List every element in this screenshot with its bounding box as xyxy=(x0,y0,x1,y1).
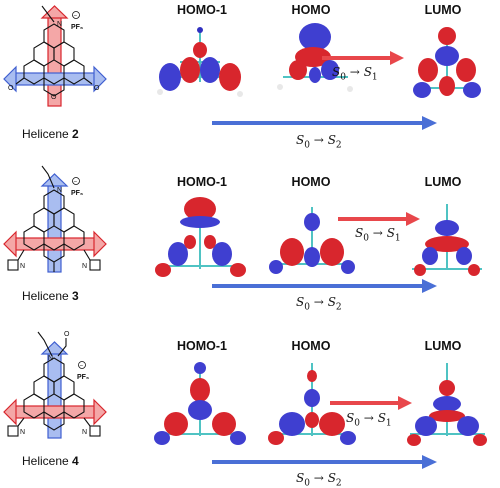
arrow-s0-s1-row3 xyxy=(330,396,412,410)
svg-text:−: − xyxy=(74,180,78,186)
svg-text:N: N xyxy=(82,429,87,436)
svg-text:O: O xyxy=(64,331,70,338)
helicene-3-structure: N N N − PF₆ xyxy=(3,165,107,273)
title-homo-row3: HOMO xyxy=(291,339,331,353)
orbital-homo-1-row2 xyxy=(155,197,246,277)
orbital-lumo-row2 xyxy=(412,204,482,276)
svg-text:−: − xyxy=(74,14,78,20)
counterion-label-3: PF₆ xyxy=(71,190,83,197)
title-homo-1-row3: HOMO-1 xyxy=(177,339,227,353)
title-lumo-row2: LUMO xyxy=(424,175,462,189)
svg-text:O: O xyxy=(51,94,57,101)
svg-text:N: N xyxy=(48,355,53,362)
title-homo-1-row2: HOMO-1 xyxy=(177,175,227,189)
row-helicene-4: O N N N − PF₆ Helicene 4 HOMO-1 HOMO LUM… xyxy=(0,326,500,488)
svg-text:N: N xyxy=(20,263,25,270)
arrow-s0-s2-row2 xyxy=(212,279,437,293)
transition-s0-s1-row2: S0 → S1 xyxy=(355,226,401,244)
row-helicene-2: N O O O − PF₆ Helicene 2 HOMO-1 HOMO LUM… xyxy=(0,0,500,160)
svg-text:N: N xyxy=(57,21,62,28)
svg-text:−: − xyxy=(80,364,84,370)
arrow-s0-s2-row3 xyxy=(212,455,437,469)
arrow-s0-s1-row1 xyxy=(322,51,404,65)
transition-s0-s2-row1: S0 → S2 xyxy=(296,133,342,151)
svg-text:N: N xyxy=(57,187,62,194)
title-lumo-row1: LUMO xyxy=(424,3,462,17)
orbital-lumo-row1 xyxy=(413,27,481,98)
helicene-4-label: Helicene 4 xyxy=(22,454,79,468)
transition-s0-s2-row3: S0 → S2 xyxy=(296,471,342,488)
svg-text:N: N xyxy=(20,429,25,436)
svg-text:O: O xyxy=(94,85,100,92)
title-homo-1-row1: HOMO-1 xyxy=(177,3,227,17)
orbital-homo-row3 xyxy=(268,363,356,445)
helicene-3-label: Helicene 3 xyxy=(22,289,79,303)
counterion-label-4: PF₆ xyxy=(77,374,89,381)
row-helicene-3: N N N − PF₆ Helicene 3 HOMO-1 HOMO LUMO xyxy=(0,162,500,322)
orbital-homo-row2 xyxy=(269,207,355,274)
arrow-s0-s1-row2 xyxy=(338,212,420,226)
orbital-homo-1-row3 xyxy=(154,362,246,445)
helicene-2-label: Helicene 2 xyxy=(22,127,79,141)
svg-text:O: O xyxy=(8,85,14,92)
orbital-lumo-row3 xyxy=(407,363,487,446)
helicene-4-structure: O N N N − PF₆ xyxy=(3,331,107,439)
orbital-homo-1-row1 xyxy=(157,27,243,97)
counterion-label-2: PF₆ xyxy=(71,24,83,31)
title-homo-row1: HOMO xyxy=(291,3,331,17)
svg-text:N: N xyxy=(82,263,87,270)
orbital-homo-row1 xyxy=(277,23,353,92)
title-lumo-row3: LUMO xyxy=(424,339,462,353)
transition-s0-s2-row2: S0 → S2 xyxy=(296,295,342,313)
helicene-2-structure: N O O O − PF₆ xyxy=(3,5,107,107)
transition-s0-s1-row1: S0 → S1 xyxy=(332,65,378,83)
title-homo-row2: HOMO xyxy=(291,175,331,189)
arrow-s0-s2-row1 xyxy=(212,116,437,130)
transition-s0-s1-row3: S0 → S1 xyxy=(346,411,392,429)
